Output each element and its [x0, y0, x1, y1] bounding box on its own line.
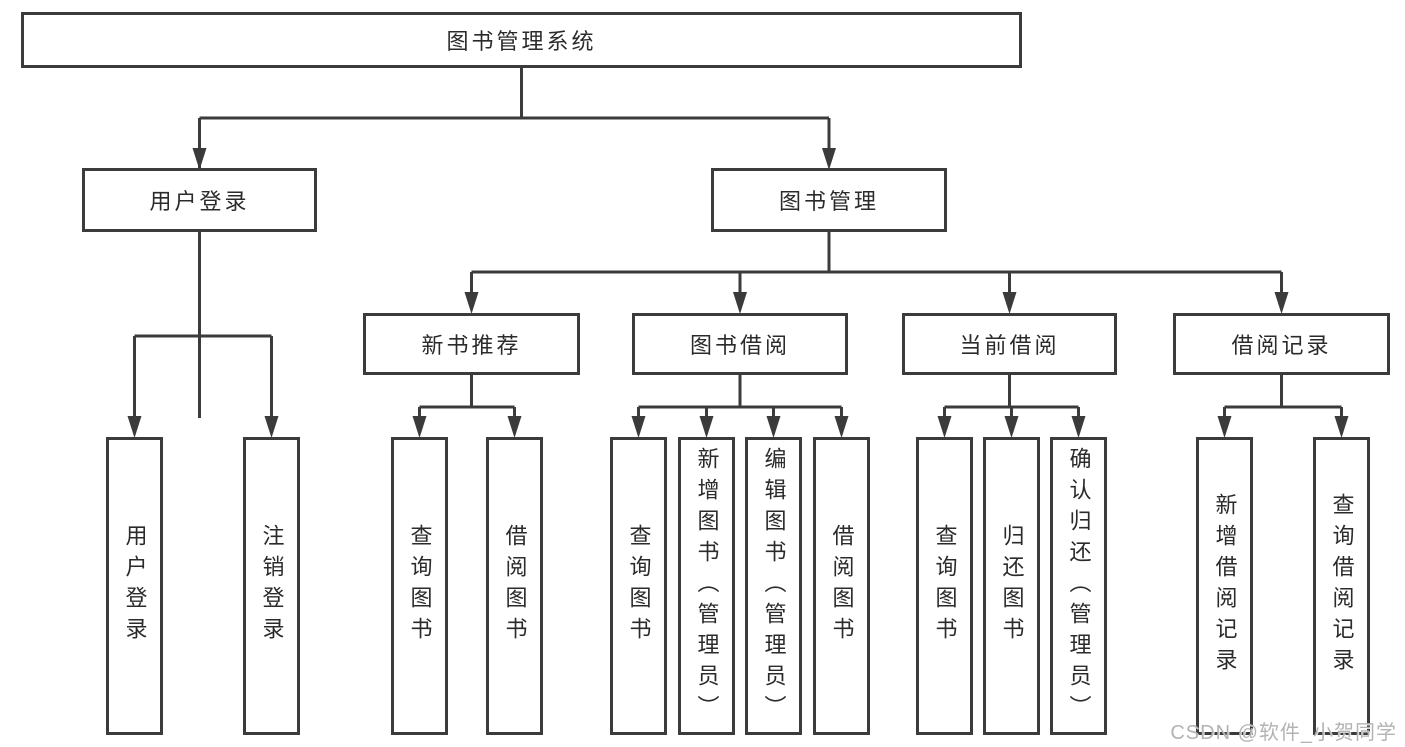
connector-user-login-to-leaves [127, 232, 279, 438]
node-label: 查询借阅记录 [1329, 493, 1355, 679]
connector-root-to-level2 [192, 68, 836, 418]
node-borrow-records: 借阅记录 [1173, 313, 1390, 375]
node-label: 借阅记录 [1231, 333, 1332, 358]
node-label: 用户登录 [149, 189, 250, 214]
leaf-user-login: 用户登录 [106, 437, 163, 735]
connector-book-borrow-to-leaves [631, 375, 849, 438]
leaf-recommend-borrow-books: 借阅图书 [486, 437, 543, 735]
node-label: 确认归还（管理员） [1066, 446, 1092, 726]
node-new-book-recommend: 新书推荐 [363, 313, 580, 375]
node-label: 图书管理 [778, 189, 879, 214]
node-root-library-system: 图书管理系统 [21, 12, 1022, 68]
node-label: 注销登录 [259, 524, 285, 648]
leaf-current-query-books: 查询图书 [916, 437, 973, 735]
node-label: 借阅图书 [502, 524, 528, 648]
node-current-borrow: 当前借阅 [902, 313, 1117, 375]
node-label: 归还图书 [999, 524, 1025, 648]
node-label: 新书推荐 [421, 333, 522, 358]
node-label: 图书借阅 [689, 333, 790, 358]
leaf-records-add-borrow-record: 新增借阅记录 [1196, 437, 1253, 735]
node-label: 查询图书 [932, 524, 958, 648]
leaf-records-query-borrow-record: 查询借阅记录 [1313, 437, 1370, 735]
node-label: 查询图书 [626, 524, 652, 648]
node-label: 新增借阅记录 [1212, 493, 1238, 679]
connector-new-book-recommend-to-leaves [412, 375, 522, 438]
node-label: 用户登录 [122, 524, 148, 648]
connector-borrow-records-to-leaves [1217, 375, 1349, 438]
leaf-borrow-borrow-books: 借阅图书 [813, 437, 870, 735]
connector-current-borrow-to-leaves [937, 375, 1086, 438]
node-label: 借阅图书 [829, 524, 855, 648]
node-label: 图书管理系统 [446, 29, 597, 54]
leaf-recommend-query-books: 查询图书 [391, 437, 448, 735]
leaf-current-return-books: 归还图书 [983, 437, 1040, 735]
node-label: 编辑图书（管理员） [761, 446, 787, 726]
node-book-borrow: 图书借阅 [632, 313, 848, 375]
node-label: 查询图书 [407, 524, 433, 648]
node-label: 新增图书（管理员） [694, 446, 720, 726]
connector-book-management-to-level3 [464, 232, 1289, 314]
leaf-current-confirm-return-admin: 确认归还（管理员） [1050, 437, 1107, 735]
node-label: 当前借阅 [959, 333, 1060, 358]
csdn-watermark: CSDN @软件_小贺同学 [1170, 722, 1397, 744]
leaf-borrow-edit-books-admin: 编辑图书（管理员） [745, 437, 802, 735]
leaf-logout: 注销登录 [243, 437, 300, 735]
leaf-borrow-add-books-admin: 新增图书（管理员） [678, 437, 735, 735]
leaf-borrow-query-books: 查询图书 [610, 437, 667, 735]
node-book-management: 图书管理 [711, 168, 947, 232]
node-user-login: 用户登录 [82, 168, 317, 232]
